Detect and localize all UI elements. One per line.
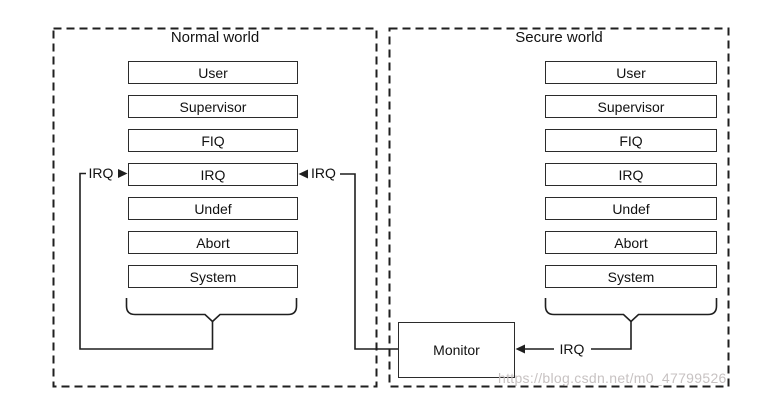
monitor-to-normal-irq-line (340, 173, 398, 350)
watermark-url: https://blog.csdn.net/m0_47799526 (498, 370, 727, 386)
normal-mode-box-system: System (128, 265, 298, 288)
normal-world-title: Normal world (170, 29, 260, 46)
normal-mode-box-abort: Abort (128, 231, 298, 254)
secure-mode-box-user: User (545, 61, 717, 84)
normal-loop-line (79, 172, 214, 350)
normal-mode-box-user: User (128, 61, 298, 84)
monitor-box: Monitor (398, 322, 515, 378)
secure-modes-brace (544, 298, 718, 323)
secure-to-monitor-line-right (591, 321, 632, 350)
normal-modes-brace (125, 298, 298, 323)
arrowhead-left-icon (515, 344, 525, 354)
secure-mode-box-system: System (545, 265, 717, 288)
monitor-to-normal-irq-label: IRQ (311, 165, 336, 181)
normal-mode-box-irq: IRQ (128, 163, 298, 186)
secure-world-title: Secure world (515, 29, 603, 46)
normal-mode-box-fiq: FIQ (128, 129, 298, 152)
secure-mode-box-supervisor: Supervisor (545, 95, 717, 118)
secure-mode-box-undef: Undef (545, 197, 717, 220)
normal-mode-box-undef: Undef (128, 197, 298, 220)
secure-to-monitor-irq-label: IRQ (559, 341, 585, 357)
secure-mode-box-abort: Abort (545, 231, 717, 254)
arrowhead-left-icon (298, 169, 308, 179)
arrowhead-right-icon (118, 169, 128, 178)
normal-world-border (52, 27, 378, 388)
normal-loop-irq-label: IRQ (88, 165, 114, 181)
secure-mode-box-fiq: FIQ (545, 129, 717, 152)
secure-mode-box-irq: IRQ (545, 163, 717, 186)
secure-world-border (388, 27, 730, 388)
normal-mode-box-supervisor: Supervisor (128, 95, 298, 118)
